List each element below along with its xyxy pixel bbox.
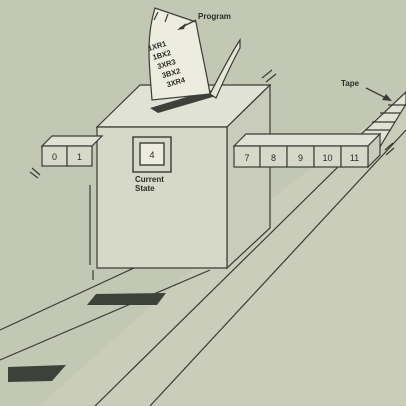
tape-callout: Tape [341, 79, 392, 101]
tape-cell-label: 8 [271, 153, 276, 163]
tape-cell-label: 1 [77, 152, 82, 162]
tape-cell-label: 9 [298, 153, 303, 163]
tape-cell-label: 10 [322, 153, 332, 163]
arrow-icon [382, 94, 392, 101]
track-slot-1 [87, 293, 166, 305]
current-state-label-line1: Current [135, 175, 164, 184]
tape-cell-label: 7 [244, 153, 249, 163]
arrow-icon [177, 23, 186, 30]
machine-box [89, 83, 272, 280]
current-state-window: 4 Current State [132, 136, 172, 193]
tape-label: Tape [341, 79, 360, 88]
track-slot-2 [8, 365, 66, 382]
tape-cell-label: 0 [52, 152, 57, 162]
tape-right: 7 8 9 10 11 [232, 132, 395, 169]
program-callout: Program [177, 12, 231, 30]
current-state-value: 4 [149, 150, 154, 160]
tape-cell [340, 145, 369, 168]
tape-cell-label: 11 [350, 153, 359, 163]
current-state-label-line2: State [135, 184, 155, 193]
tape-left: 0 1 [29, 135, 104, 179]
program-label: Program [198, 12, 231, 21]
tape-cell [66, 145, 93, 167]
program-sheet: 1XR1 1BX2 3XR3 3BX2 3XR4 [147, 7, 241, 101]
